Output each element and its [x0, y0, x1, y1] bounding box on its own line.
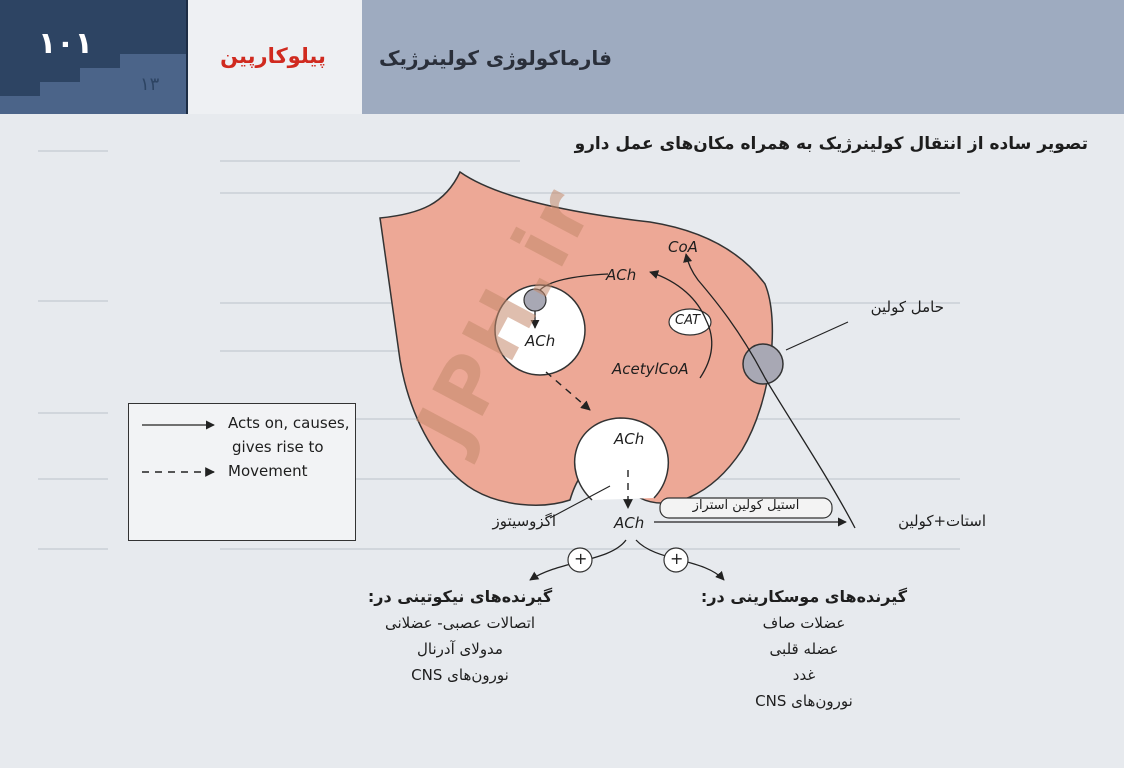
faded-text-line [220, 160, 520, 162]
nicotinic-item: نورون‌های CNS [411, 666, 509, 684]
legend-acts-on-line2: gives rise to [232, 438, 324, 456]
drug-name: پیلوکارپین [220, 44, 326, 68]
nicotinic-item: اتصالات عصبی- عضلانی [384, 614, 536, 632]
plus-sign-left: + [574, 549, 588, 568]
chapter-title: فارماکولوژی کولینرژیک [379, 46, 612, 70]
choline-carrier-label: حامل کولین [870, 298, 944, 316]
cat-label: CAT [675, 313, 700, 328]
synaptic-vesicle [494, 284, 586, 376]
ach-release-label: ACh [614, 430, 645, 448]
muscarinic-item: عضلات صاف [762, 614, 846, 632]
ach-vesicle-label: ACh [525, 332, 556, 350]
chapter-number: ۱۳ [140, 74, 160, 95]
faded-margin-label [38, 412, 108, 414]
faded-margin-label [38, 300, 108, 302]
chapter-band [362, 0, 1124, 114]
acetylcholinesterase-label: استیل کولین استراز [692, 498, 800, 513]
choline-carrier [742, 343, 784, 385]
page-header: ۱۰۱ ۱۳ پیلوکارپین فارماکولوژی کولینرژیک [0, 0, 1124, 114]
nicotinic-heading: گیرنده‌های نیکوتینی در: [367, 587, 553, 606]
legend-movement: Movement [228, 462, 308, 480]
muscarinic-item: غدد [792, 666, 816, 684]
muscarinic-heading: گیرنده‌های موسکارینی در: [700, 587, 908, 606]
faded-margin-label [38, 150, 108, 152]
faded-text-line [220, 548, 960, 550]
muscarinic-item: نورون‌های CNS [755, 692, 853, 710]
legend-box [128, 403, 356, 541]
diagram-title: تصویر ساده از انتقال کولینرژیک به همراه … [574, 134, 1088, 154]
ach-cleft-label: ACh [614, 514, 645, 532]
drug-tab [186, 0, 364, 114]
plus-circle-right [663, 547, 689, 573]
exocytosis-label: اگزوسیتوز [492, 512, 556, 530]
muscarinic-receptor-list: گیرنده‌های موسکارینی در: عضلات صاف عضله … [694, 584, 914, 714]
nicotinic-item: مدولای آدرنال [417, 640, 503, 658]
header-steps-graphic [0, 54, 186, 114]
nicotinic-receptor-list: گیرنده‌های نیکوتینی در: اتصالات عصبی- عض… [360, 584, 560, 688]
page-number: ۱۰۱ [38, 26, 93, 61]
faded-margin-label [38, 548, 108, 550]
acetate-choline-label: استات+کولین [898, 512, 986, 530]
muscarinic-item: عضله قلبی [769, 640, 839, 658]
faded-margin-label [38, 478, 108, 480]
faded-text-line [220, 192, 960, 194]
acetylcoa-label: AcetylCoA [612, 360, 689, 378]
cat-enzyme [668, 308, 712, 336]
enzyme-box [659, 497, 833, 519]
coa-label: CoA [668, 238, 698, 256]
fusing-vesicle [574, 417, 670, 501]
legend-acts-on-line1: Acts on, causes, [228, 414, 350, 432]
plus-circle-left [567, 547, 593, 573]
ach-synthesized-label: ACh [606, 266, 637, 284]
plus-sign-right: + [670, 549, 684, 568]
